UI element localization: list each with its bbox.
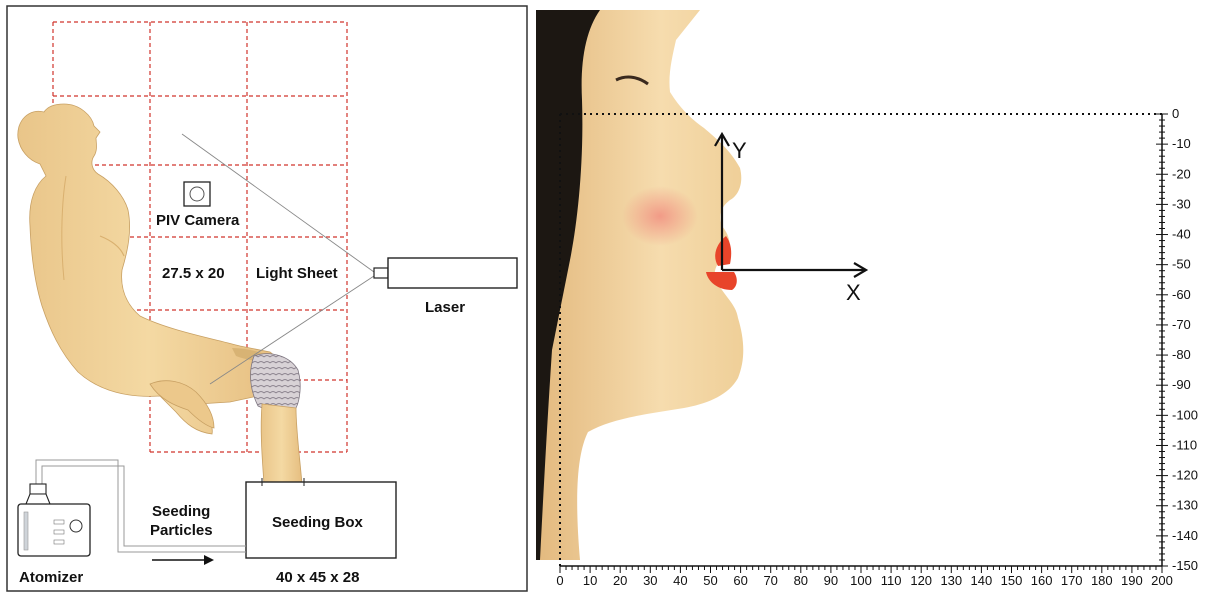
y-tick-label: -30 <box>1172 196 1191 211</box>
coordinate-figure: Y X 0 10 20 30 40 50 60 70 80 90 100 110 120 130 140 15… <box>536 10 1198 588</box>
light-sheet-label: Light Sheet <box>256 265 338 282</box>
y-tick-label: -60 <box>1172 287 1191 302</box>
x-tick-label: 40 <box>673 573 687 588</box>
y-tick-label: -10 <box>1172 136 1191 151</box>
laser-body <box>388 258 517 288</box>
y-tick-label: -70 <box>1172 317 1191 332</box>
y-tick-label: -140 <box>1172 528 1198 543</box>
x-tick-label: 110 <box>881 573 902 588</box>
x-tick-label: 200 <box>1151 573 1173 588</box>
x-tick-label: 170 <box>1061 573 1083 588</box>
x-tick-label: 120 <box>910 573 932 588</box>
x-tick-label: 140 <box>971 573 993 588</box>
piv-camera <box>184 182 210 206</box>
x-tick-label: 90 <box>824 573 838 588</box>
laser-aperture <box>374 268 388 278</box>
x-tick-label: 190 <box>1121 573 1143 588</box>
x-tick-label: 130 <box>940 573 962 588</box>
x-tick-label: 150 <box>1001 573 1023 588</box>
x-tick-label: 0 <box>556 573 563 588</box>
y-tick-label: -90 <box>1172 377 1191 392</box>
seeding-box-label: Seeding Box <box>272 514 364 531</box>
seeding-particles-label-2: Particles <box>150 522 213 539</box>
x-ruler: 0 10 20 30 40 50 60 70 80 90 100 110 120 130 140 150 160… <box>556 566 1172 588</box>
y-tick-label: -40 <box>1172 227 1191 242</box>
y-tick-label: 0 <box>1172 106 1179 121</box>
y-tick-label: -20 <box>1172 166 1191 181</box>
piv-camera-label: PIV Camera <box>156 212 240 229</box>
y-tick-label: -50 <box>1172 257 1191 272</box>
mannequin-face-profile <box>536 10 743 560</box>
y-tick-label: -80 <box>1172 347 1191 362</box>
x-tick-label: 50 <box>703 573 717 588</box>
y-tick-label: -150 <box>1172 558 1198 573</box>
x-tick-label: 60 <box>733 573 747 588</box>
y-axis-label: Y <box>732 138 747 163</box>
y-tick-label: -120 <box>1172 468 1198 483</box>
y-ruler: 0 -10 -20 -30 -40 -50 -60 -70 -80 -90 -100 -110 -120… <box>1156 106 1198 573</box>
box-size-label: 40 x 45 x 28 <box>276 569 359 586</box>
fov-size-label: 27.5 x 20 <box>162 265 225 282</box>
laser-unit <box>374 258 517 288</box>
camera-body <box>184 182 210 206</box>
x-axis-label: X <box>846 280 861 305</box>
x-tick-label: 100 <box>850 573 872 588</box>
x-tick-label: 10 <box>583 573 597 588</box>
laser-label: Laser <box>425 299 465 316</box>
atomizer-label: Atomizer <box>19 569 83 586</box>
x-tick-label: 20 <box>613 573 627 588</box>
x-tick-label: 180 <box>1091 573 1113 588</box>
setup-diagram: PIV Camera 27.5 x 20 Light Sheet Laser S… <box>7 6 527 591</box>
y-tick-label: -100 <box>1172 407 1198 422</box>
y-tick-label: -110 <box>1172 437 1197 452</box>
x-tick-label: 160 <box>1031 573 1053 588</box>
y-tick-label: -130 <box>1172 498 1198 513</box>
x-tick-label: 80 <box>794 573 808 588</box>
x-tick-label: 70 <box>763 573 777 588</box>
seeding-particles-label-1: Seeding <box>152 503 210 520</box>
x-tick-label: 30 <box>643 573 657 588</box>
